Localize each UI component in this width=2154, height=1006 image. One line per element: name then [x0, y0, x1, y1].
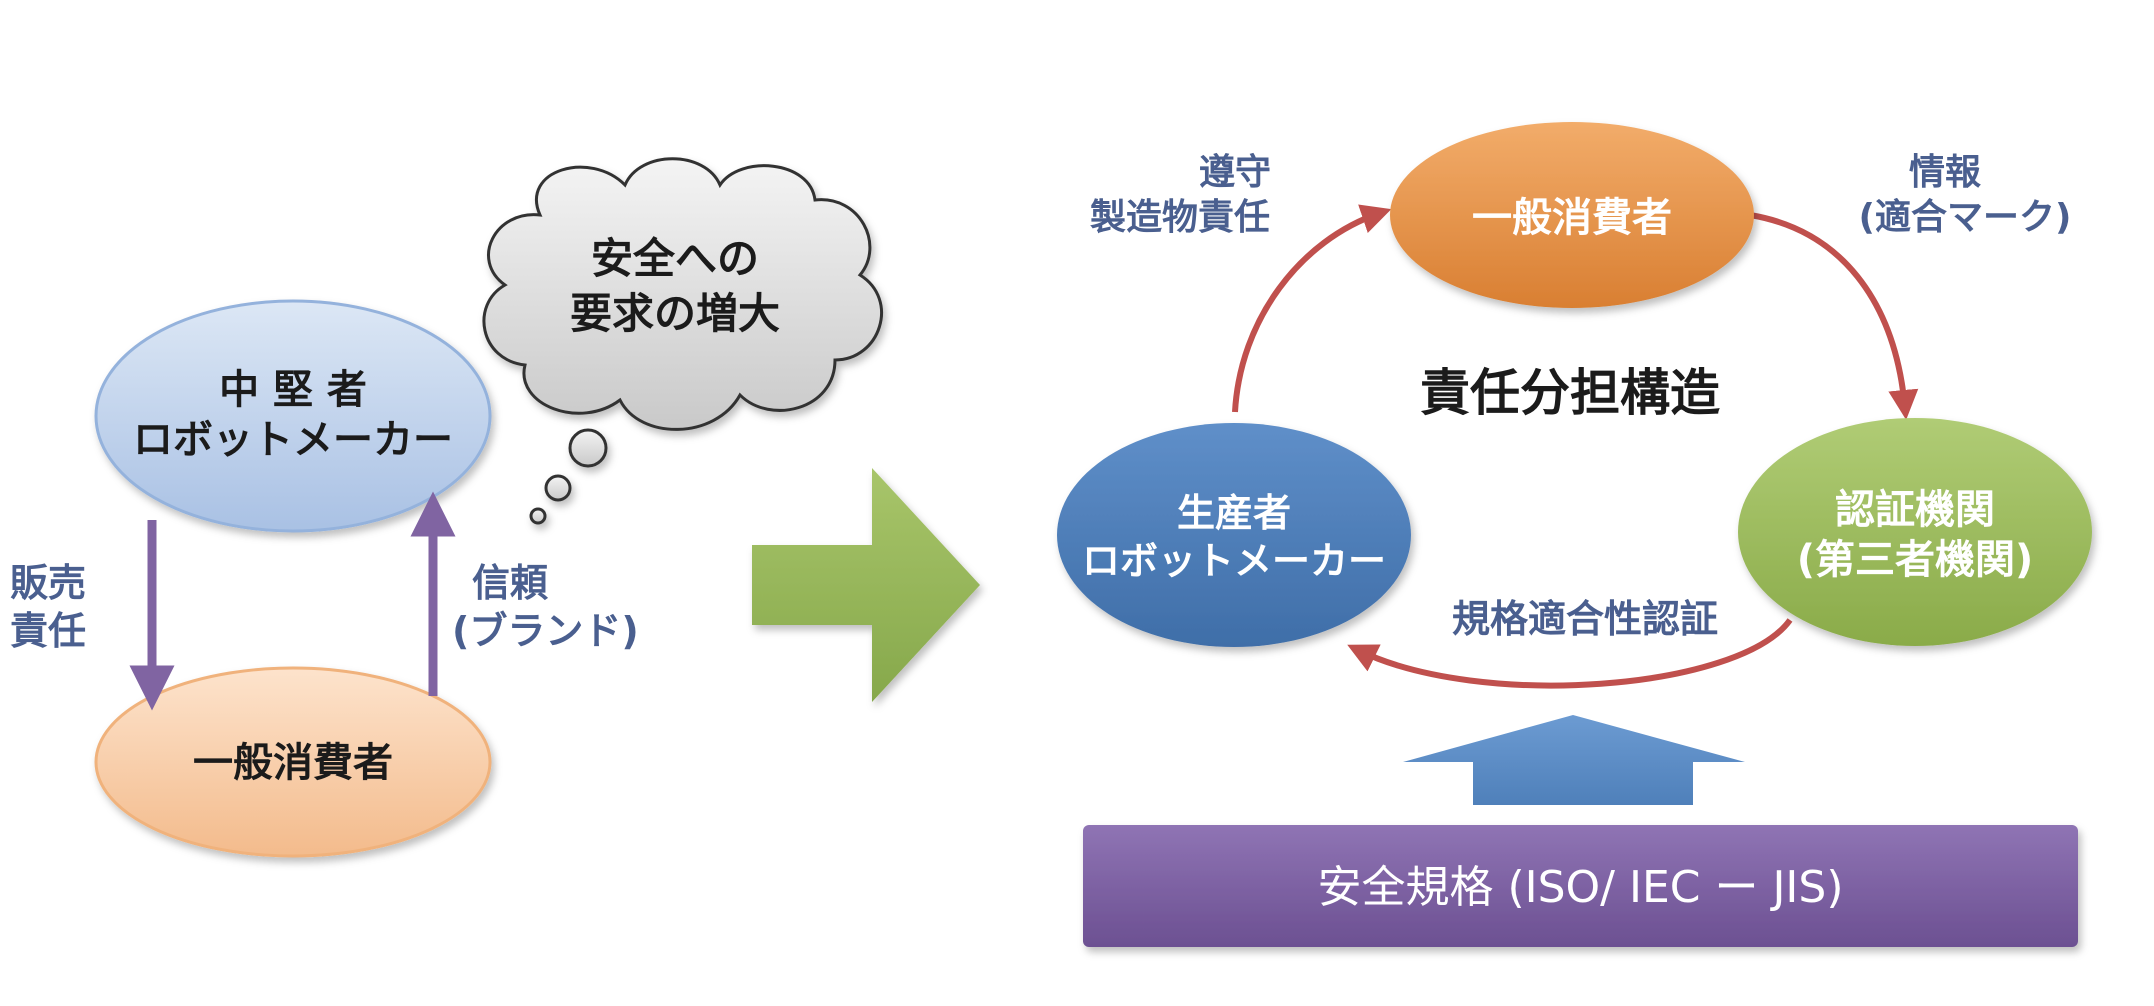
certifier-line2: (第三者機関)	[1796, 537, 2034, 583]
maker-line2: ロボットメーカー	[1081, 538, 1386, 583]
sales-label: 販売 責任	[10, 560, 110, 655]
liability-label: 遵守 製造物責任	[1050, 150, 1310, 240]
thought-line2: 要求の増大	[569, 288, 780, 338]
sales-line2: 責任	[10, 608, 87, 653]
left-maker-label: 中 堅 者 ロボットメーカー	[96, 365, 490, 465]
sales-line1: 販売	[10, 561, 87, 605]
cycle-arrow-certifier-to-maker	[1347, 618, 1793, 689]
center-title: 責任分担構造	[1420, 364, 1720, 422]
trust-label: 信頼 (ブランド)	[452, 560, 652, 655]
standards-label: 安全規格 (ISO/ IEC ー JIS)	[1317, 862, 1844, 913]
maker-label: 生産者 ロボットメーカー	[1057, 490, 1411, 585]
transition-arrow	[752, 468, 980, 702]
left-consumer-ellipse	[94, 666, 492, 858]
left-maker-line2: ロボットメーカー	[133, 417, 453, 463]
liability-line1: 遵守	[1198, 152, 1271, 193]
left-maker-ellipse	[94, 299, 492, 533]
thought-cloud	[482, 157, 884, 525]
left-maker-line1: 中 堅 者	[219, 367, 367, 413]
cycle-arrow-maker-to-consumer	[1232, 204, 1392, 413]
maker-line1: 生産者	[1176, 491, 1291, 535]
info-line2: (適合マーク)	[1858, 197, 2072, 238]
liability-line2: 製造物責任	[1089, 197, 1270, 238]
maker-ellipse	[1057, 423, 1411, 647]
cycle-arrow-consumer-to-certifier	[1749, 212, 1919, 420]
thought-text: 安全への 要求の増大	[515, 232, 835, 341]
up-arrow	[1403, 715, 1745, 805]
standards-bar	[1083, 825, 2078, 947]
info-line1: 情報	[1908, 152, 1981, 193]
consumer-ellipse	[1390, 122, 1754, 308]
trust-line1: 信頼	[472, 561, 549, 605]
thought-line1: 安全への	[590, 234, 759, 283]
info-label: 情報 (適合マーク)	[1820, 150, 2110, 240]
consumer-label: 一般消費者	[1472, 195, 1672, 241]
certification-label: 規格適合性認証	[1451, 597, 1718, 641]
certifier-ellipse	[1738, 418, 2092, 646]
left-consumer-label: 一般消費者	[193, 740, 393, 786]
certifier-line1: 認証機関	[1835, 487, 1995, 533]
certifier-label: 認証機関 (第三者機関)	[1738, 485, 2092, 585]
trust-line2: (ブランド)	[452, 608, 639, 653]
